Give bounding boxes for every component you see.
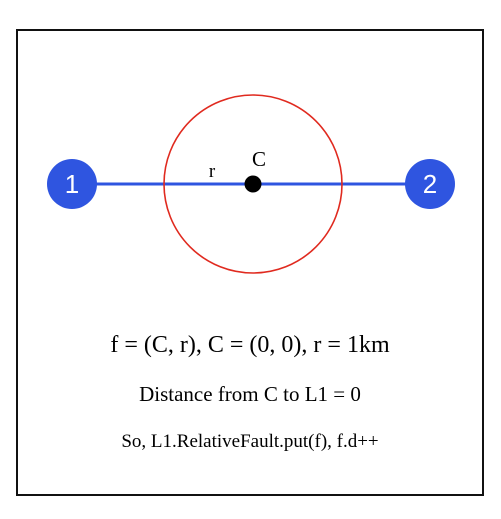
diagram-frame	[16, 29, 484, 496]
fault-radius-circle	[163, 94, 343, 274]
conclusion-text: So, L1.RelativeFault.put(f), f.d++	[121, 431, 379, 452]
center-point	[244, 175, 262, 193]
node-2-circle	[405, 159, 455, 209]
center-label: C	[252, 147, 266, 171]
node-2: 2	[405, 159, 455, 209]
radius-label: r	[209, 161, 216, 182]
node-1-circle	[47, 159, 97, 209]
node-2-label: 2	[423, 169, 437, 199]
node-1-label: 1	[65, 169, 79, 199]
node-1: 1	[47, 159, 97, 209]
fault-definition-text: f = (C, r), C = (0, 0), r = 1km	[110, 332, 390, 358]
distance-text: Distance from C to L1 = 0	[139, 382, 361, 406]
